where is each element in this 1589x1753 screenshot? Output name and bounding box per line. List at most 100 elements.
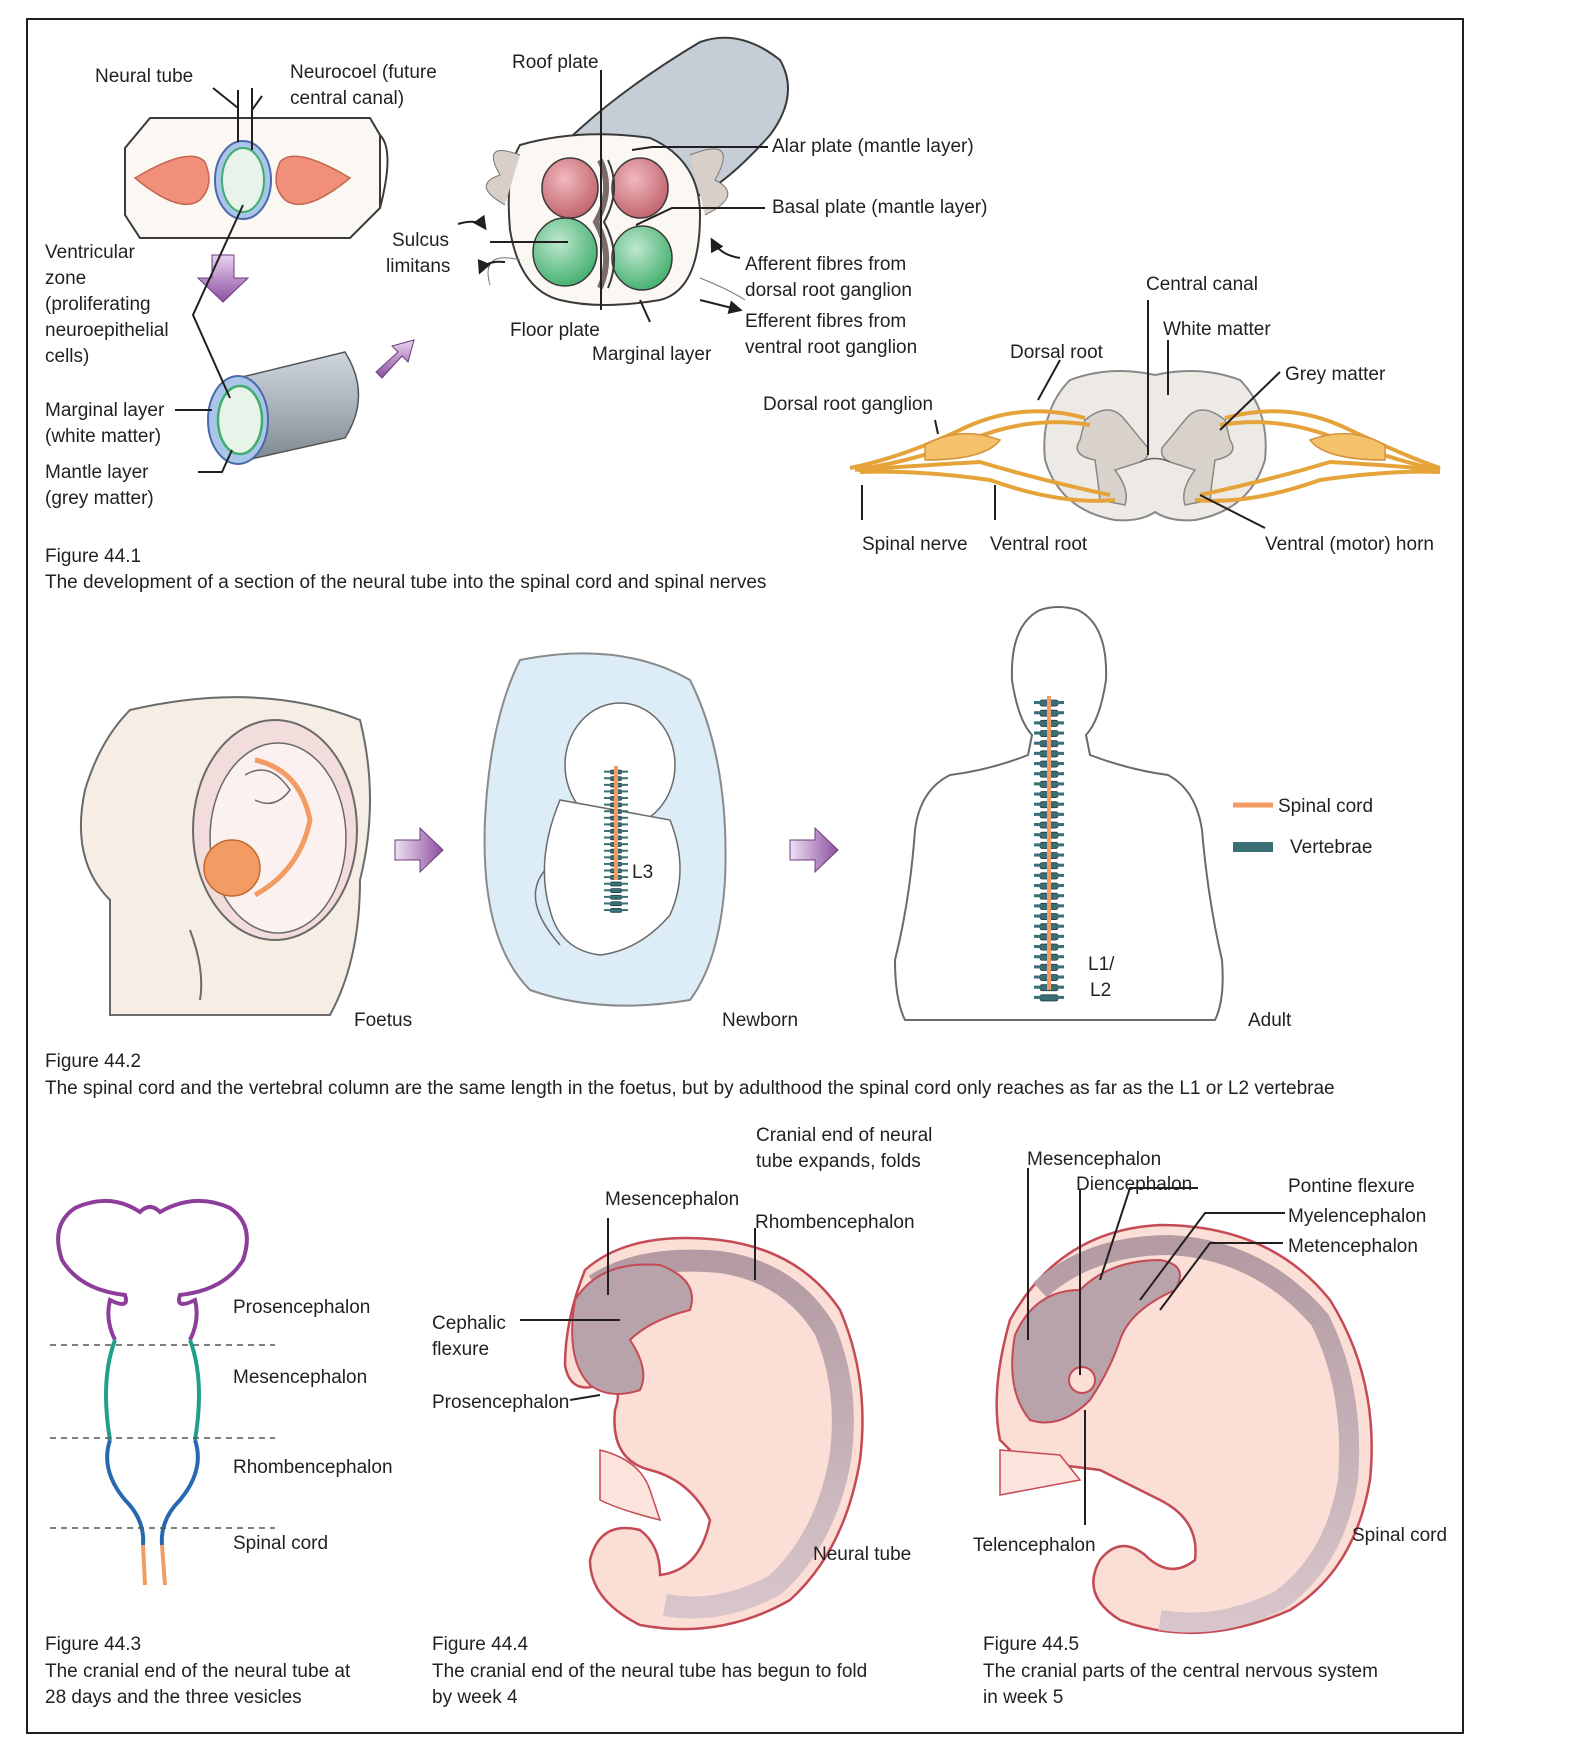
right-arrow-icon xyxy=(394,826,444,874)
down-arrow-icon xyxy=(196,254,250,303)
vertebra-process xyxy=(604,909,628,912)
label-marginal-1: Marginal layer xyxy=(45,400,165,421)
label-newborn: Newborn xyxy=(722,1010,798,1031)
caption-44-3-text-1: The cranial end of the neural tube at xyxy=(45,1661,351,1682)
label-efferent-1: Efferent fibres from xyxy=(745,311,906,332)
label-alar-plate: Alar plate (mantle layer) xyxy=(772,136,974,157)
neural-tube-slab xyxy=(124,117,389,239)
label-cephalic-2: flexure xyxy=(432,1339,489,1360)
label-roof-plate: Roof plate xyxy=(512,52,599,73)
vertebra-process xyxy=(604,889,628,892)
label-afferent-2: dorsal root ganglion xyxy=(745,280,912,301)
legend-spinal-cord: Spinal cord xyxy=(1278,796,1373,817)
label-neurocoel-1: Neurocoel (future xyxy=(290,62,437,83)
label-spinal-nerve: Spinal nerve xyxy=(862,534,968,555)
label-cranial-2: tube expands, folds xyxy=(756,1151,921,1172)
caption-44-1-title: Figure 44.1 xyxy=(45,546,141,567)
figure-44-5: Mesencephalon Diencephalon Pontine flexu… xyxy=(973,1149,1447,1708)
label-ventricular-2: zone xyxy=(45,268,86,289)
newborn-spine xyxy=(604,766,628,913)
label-central-canal: Central canal xyxy=(1146,274,1258,295)
adult-silhouette xyxy=(893,606,1224,1021)
label-prosencephalon-w4: Prosencephalon xyxy=(432,1392,569,1413)
label-sulcus-1: Sulcus xyxy=(392,230,449,251)
caption-44-1-text: The development of a section of the neur… xyxy=(45,572,766,593)
figure-44-2: Spinal cord Vertebrae L3 L1/ L2 Foetus N… xyxy=(45,606,1373,1099)
label-marginal-layer: Marginal layer xyxy=(592,344,712,365)
label-ventricular-3: (proliferating xyxy=(45,294,151,315)
pharyngeal-arch xyxy=(999,1449,1082,1496)
label-metencephalon: Metencephalon xyxy=(1288,1236,1418,1257)
caption-44-5-text-2: in week 5 xyxy=(983,1687,1063,1708)
foetus-illustration xyxy=(79,696,371,1016)
vertebra-process xyxy=(604,882,628,885)
legend-swatch-vertebrae xyxy=(1233,842,1273,852)
label-afferent-1: Afferent fibres from xyxy=(745,254,906,275)
label-neural-tube-w4: Neural tube xyxy=(813,1544,911,1565)
label-cranial-1: Cranial end of neural xyxy=(756,1125,932,1146)
label-myelencephalon: Myelencephalon xyxy=(1288,1206,1426,1227)
figure-frame xyxy=(26,18,1464,1734)
caption-44-4-text-1: The cranial end of the neural tube has b… xyxy=(432,1661,867,1682)
label-l1: L1/ xyxy=(1088,954,1115,975)
label-l3: L3 xyxy=(632,862,653,883)
caption-44-5-text-1: The cranial parts of the central nervous… xyxy=(983,1661,1378,1682)
label-dorsal-root: Dorsal root xyxy=(1010,342,1104,363)
label-grey-matter: Grey matter xyxy=(1285,364,1386,385)
brain-vesicles-week5 xyxy=(1011,1258,1181,1424)
right-arrow-icon xyxy=(789,826,839,874)
label-mesencephalon-w4: Mesencephalon xyxy=(605,1189,739,1210)
mesencephalon-outline xyxy=(104,1339,201,1441)
label-basal-plate: Basal plate (mantle layer) xyxy=(772,197,987,218)
label-adult: Adult xyxy=(1248,1010,1292,1031)
label-diencephalon: Diencephalon xyxy=(1076,1174,1192,1195)
label-efferent-2: ventral root ganglion xyxy=(745,337,917,358)
optic-vesicle xyxy=(1068,1366,1096,1394)
mesoderm-strip xyxy=(599,1449,662,1522)
neural-tube-week5 xyxy=(1033,1234,1360,1633)
label-mesencephalon: Mesencephalon xyxy=(233,1367,367,1388)
label-ventricular-4: neuroepithelial xyxy=(45,320,169,341)
label-white-matter: White matter xyxy=(1163,319,1271,340)
label-ventral-root: Ventral root xyxy=(990,534,1088,555)
label-rhombencephalon: Rhombencephalon xyxy=(233,1457,393,1478)
label-neurocoel-2: central canal) xyxy=(290,88,404,109)
caption-44-3-title: Figure 44.3 xyxy=(45,1634,141,1655)
label-spinal-cord: Spinal cord xyxy=(233,1533,328,1554)
label-l2: L2 xyxy=(1090,980,1111,1001)
caption-44-2-text: The spinal cord and the vertebral column… xyxy=(45,1078,1335,1099)
vertebra-process xyxy=(1034,995,1064,999)
caption-44-3-text-2: 28 days and the three vesicles xyxy=(45,1687,302,1708)
label-ventricular-5: cells) xyxy=(45,346,89,367)
brain-vesicles-week4 xyxy=(571,1263,693,1395)
embryo-week4 xyxy=(563,1236,864,1631)
label-telencephalon: Telencephalon xyxy=(973,1535,1096,1556)
label-spinal-cord-w5: Spinal cord xyxy=(1352,1525,1447,1546)
spinal-cord-cross-section xyxy=(1043,370,1267,522)
neural-tube-week4 xyxy=(588,1249,854,1619)
label-mesencephalon-w5: Mesencephalon xyxy=(1027,1149,1161,1170)
dorsal-root-ganglion-right xyxy=(1308,432,1386,461)
rhombencephalon-outline xyxy=(105,1439,200,1546)
figure-44-3: Prosencephalon Mesencephalon Rhombenceph… xyxy=(45,1198,393,1708)
vertebra-process xyxy=(604,902,628,905)
label-neural-tube: Neural tube xyxy=(95,66,193,87)
caption-44-5-title: Figure 44.5 xyxy=(983,1634,1079,1655)
caption-44-2-title: Figure 44.2 xyxy=(45,1051,141,1072)
vertebra-process xyxy=(604,895,628,898)
label-prosencephalon: Prosencephalon xyxy=(233,1297,370,1318)
spinal-cord-outline xyxy=(141,1544,167,1586)
figure-44-1: Neural tube Neurocoel (future central ca… xyxy=(45,36,1441,593)
newborn-illustration xyxy=(483,652,727,1007)
caption-44-4-title: Figure 44.4 xyxy=(432,1634,529,1655)
label-floor-plate: Floor plate xyxy=(510,320,600,341)
label-mantle-2: (grey matter) xyxy=(45,488,154,509)
dorsal-root-ganglion xyxy=(924,432,1002,461)
spinal-section-3d xyxy=(485,36,789,306)
adult-spine xyxy=(1034,696,1064,1002)
right-arrow-icon xyxy=(375,339,415,379)
prosencephalon-outline xyxy=(56,1198,249,1341)
legend: Spinal cord Vertebrae xyxy=(1233,796,1373,858)
label-cephalic-1: Cephalic xyxy=(432,1313,506,1334)
